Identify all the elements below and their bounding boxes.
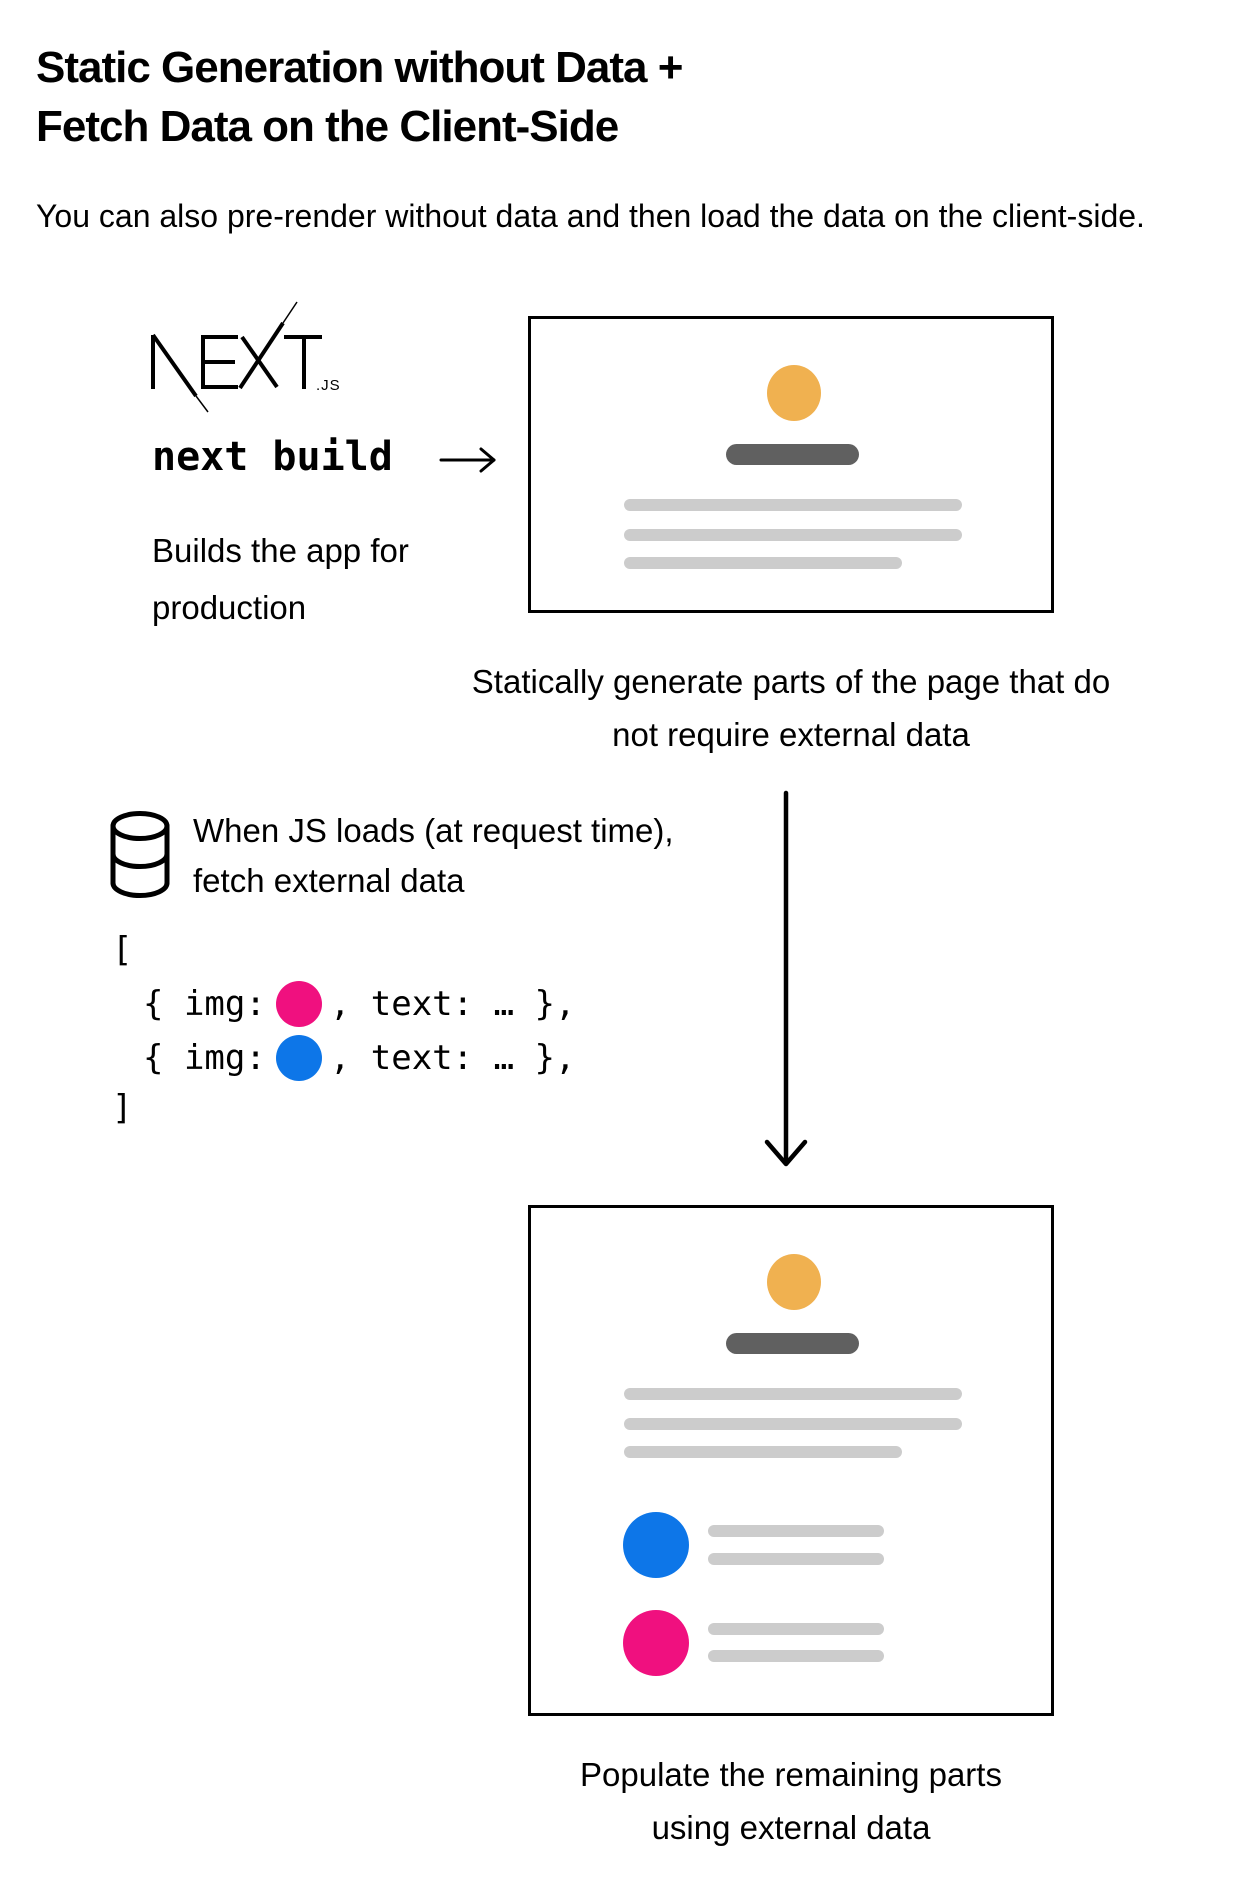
code-close-bracket: ]: [112, 1088, 133, 1128]
list-item-avatar: [623, 1512, 689, 1578]
text-placeholder-bar: [624, 1418, 962, 1430]
static-card-caption: Statically generate parts of the page th…: [411, 655, 1171, 761]
image-placeholder-dot: [275, 981, 322, 1027]
text-placeholder-bar: [624, 1446, 902, 1458]
list-item-text-bar: [708, 1525, 884, 1537]
list-item-text-bar: [708, 1623, 884, 1635]
page-title-line-1: Static Generation without Data +: [36, 43, 683, 92]
right-arrow-icon: [439, 447, 496, 473]
build-description: Builds the app for production: [152, 532, 409, 626]
text-placeholder-bar: [624, 1388, 962, 1400]
populated-card-caption: Populate the remaining parts using exter…: [411, 1748, 1171, 1854]
code-row-prefix: { img:: [143, 1038, 266, 1078]
down-arrow-icon: [764, 790, 808, 1167]
image-placeholder-dot: [275, 1035, 322, 1081]
next-build-command: next build: [152, 434, 393, 480]
list-item-text-bar: [708, 1650, 884, 1662]
static-card-caption-line-2: not require external data: [612, 716, 970, 753]
code-row-prefix: { img:: [143, 984, 266, 1024]
nextjs-logo-suffix: .JS: [316, 377, 341, 394]
avatar-circle: [767, 365, 821, 421]
title-placeholder-bar: [726, 1333, 859, 1354]
list-item-text-bar: [708, 1553, 884, 1565]
page-title-line-2: Fetch Data on the Client-Side: [36, 102, 619, 151]
code-row-suffix: , text: … },: [329, 1038, 576, 1078]
static-card-caption-line-1: Statically generate parts of the page th…: [471, 663, 1111, 700]
static-page-card: [528, 316, 1054, 613]
code-row-suffix: , text: … },: [329, 984, 576, 1024]
populated-page-card: [528, 1205, 1054, 1716]
database-icon: [110, 811, 170, 898]
code-row: { img: , text: … },: [143, 978, 575, 1030]
text-placeholder-bar: [624, 499, 962, 511]
fetch-description-line-1: When JS loads (at request time),: [193, 812, 674, 849]
page-subtitle: You can also pre-render without data and…: [36, 198, 1145, 234]
text-placeholder-bar: [624, 557, 902, 569]
code-row: { img: , text: … },: [143, 1032, 575, 1084]
list-item-avatar: [623, 1610, 689, 1676]
fetch-description-line-2: fetch external data: [193, 862, 465, 899]
nextjs-logo: .JS: [150, 300, 356, 423]
text-placeholder-bar: [624, 529, 962, 541]
title-placeholder-bar: [726, 444, 859, 465]
page-title: Static Generation without Data + Fetch D…: [36, 38, 683, 156]
populated-card-caption-line-1: Populate the remaining parts: [580, 1756, 1002, 1793]
populated-card-caption-line-2: using external data: [651, 1809, 931, 1846]
code-open-bracket: [: [112, 930, 133, 970]
nextjs-logo-icon: .JS: [151, 301, 341, 413]
avatar-circle: [767, 1254, 821, 1310]
fetch-description: When JS loads (at request time), fetch e…: [193, 806, 674, 906]
